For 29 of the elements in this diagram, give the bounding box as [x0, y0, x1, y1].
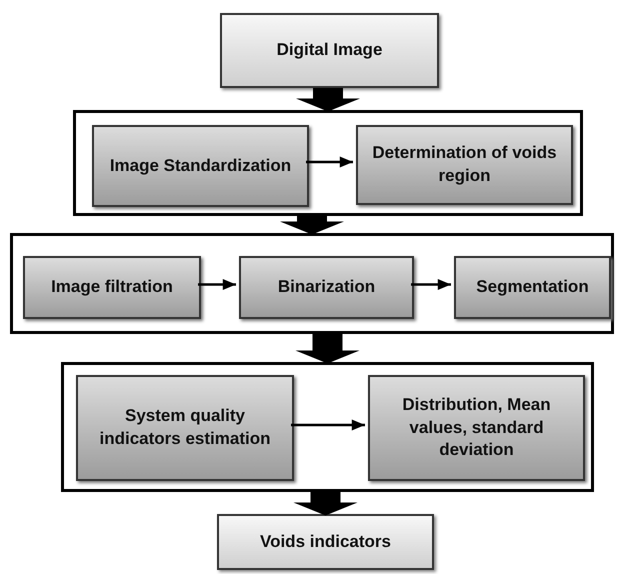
box-label: Image filtration	[51, 276, 173, 298]
process-box	[454, 256, 611, 319]
process-box	[368, 375, 585, 481]
process-box	[356, 125, 573, 205]
process-box	[76, 375, 294, 481]
group-frame	[73, 110, 583, 216]
process-box	[92, 125, 309, 207]
box-label: Image Standardization	[110, 154, 292, 177]
box-label: Determination of voids region	[371, 142, 558, 187]
arrow	[198, 279, 236, 290]
arrow	[291, 420, 365, 430]
box-label: Segmentation	[476, 276, 589, 298]
arrow	[294, 492, 358, 516]
box-label: Voids indicators	[260, 530, 391, 553]
group-frame	[61, 362, 594, 492]
process-box	[217, 514, 434, 570]
arrow	[296, 88, 360, 112]
group-frame	[10, 233, 614, 334]
box-label: Distribution, Mean values, standard deviation	[401, 394, 552, 462]
box-label: Digital Image	[276, 39, 382, 62]
box-label: System quality indicators estimation	[98, 405, 272, 450]
process-box	[220, 13, 439, 88]
arrow	[411, 279, 451, 290]
arrow	[280, 216, 344, 234]
arrow	[296, 334, 360, 364]
process-box	[23, 256, 201, 319]
box-label: Binarization	[278, 276, 376, 298]
arrow	[306, 156, 353, 168]
process-box	[239, 256, 414, 319]
